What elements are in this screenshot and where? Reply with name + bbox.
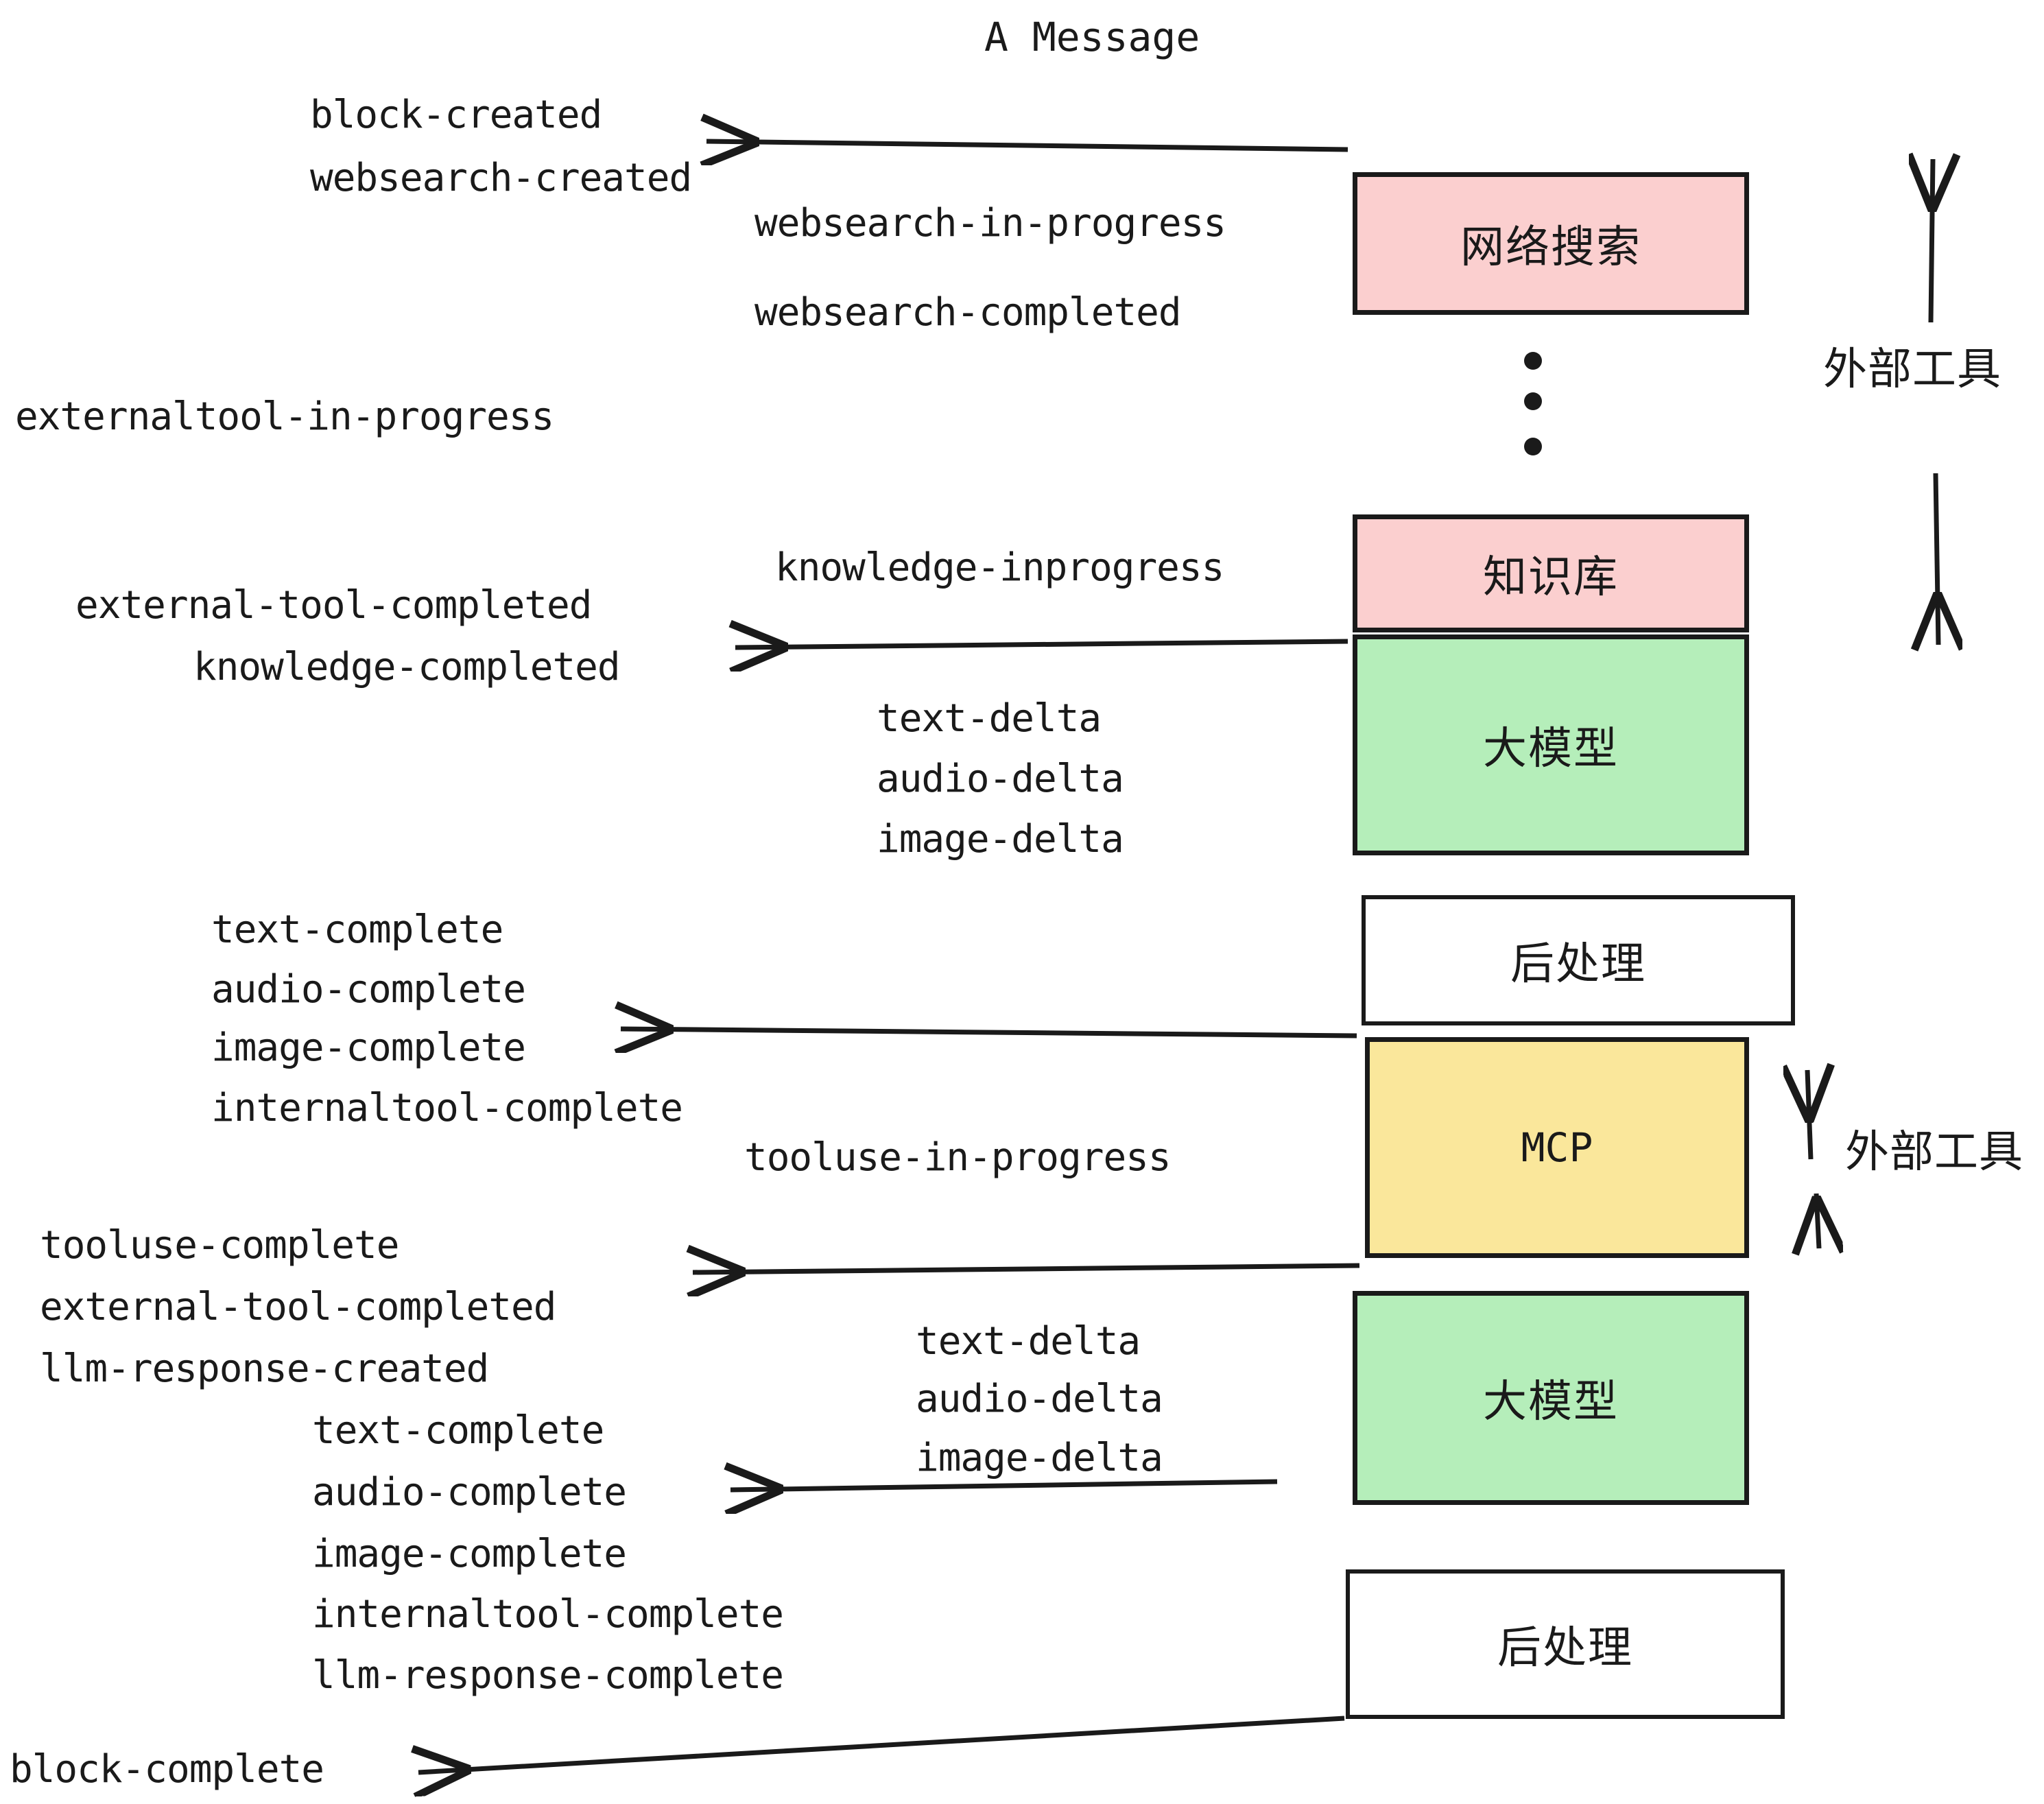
event-external-tool-completed-1: external-tool-completed: [75, 583, 592, 628]
box-postprocess-lower-label: 后处理: [1497, 1623, 1633, 1674]
event-audio-complete-2: audio-complete: [312, 1470, 627, 1515]
event-internaltool-complete-2: internaltool-complete: [312, 1592, 784, 1637]
event-externaltool-in-progress: externaltool-in-progress: [15, 394, 554, 439]
event-websearch-created: websearch-created: [310, 156, 692, 200]
event-websearch-in-progress: websearch-in-progress: [754, 201, 1226, 246]
arrow-websearch-to-blockcreated: [706, 141, 1348, 150]
box-websearch-label: 网络搜索: [1460, 222, 1641, 273]
event-tooluse-in-progress: tooluse-in-progress: [744, 1135, 1172, 1180]
event-block-complete: block-complete: [10, 1747, 324, 1792]
box-mcp[interactable]: MCP: [1365, 1037, 1749, 1258]
event-text-complete-1: text-complete: [211, 907, 503, 952]
event-internaltool-complete-1: internaltool-complete: [211, 1086, 683, 1130]
box-llm-lower-label: 大模型: [1483, 1377, 1619, 1427]
event-websearch-completed: websearch-completed: [754, 290, 1182, 335]
event-llm-response-created: llm-response-created: [40, 1346, 489, 1391]
external-tools-upper-arrow-up: [1931, 159, 1933, 323]
vertical-ellipsis-dot-2: [1524, 392, 1542, 410]
event-tooluse-complete: tooluse-complete: [40, 1223, 399, 1268]
event-text-delta-2: text-delta: [916, 1319, 1141, 1364]
box-knowledge[interactable]: 知识库: [1353, 514, 1749, 632]
box-llm-lower[interactable]: 大模型: [1353, 1291, 1749, 1505]
external-tools-upper-arrow-down: [1936, 473, 1938, 645]
arrow-mcp-to-tooluse-complete: [693, 1266, 1360, 1272]
event-llm-response-complete: llm-response-complete: [312, 1653, 784, 1698]
vertical-ellipsis-dot-1: [1524, 352, 1542, 370]
arrow-postprocess-to-imagecomplete: [621, 1029, 1357, 1036]
box-knowledge-label: 知识库: [1483, 552, 1619, 603]
event-image-complete-2: image-complete: [312, 1532, 627, 1576]
event-text-delta-1: text-delta: [877, 696, 1102, 741]
event-image-complete-1: image-complete: [211, 1025, 526, 1070]
external-tools-lower-label: 外部工具: [1845, 1127, 2023, 1178]
event-knowledge-completed: knowledge-completed: [193, 645, 621, 689]
vertical-ellipsis-dot-3: [1524, 438, 1542, 455]
box-llm-upper[interactable]: 大模型: [1353, 634, 1749, 855]
event-audio-complete-1: audio-complete: [211, 967, 526, 1012]
external-tools-lower-arrow-up: [1807, 1070, 1811, 1160]
diagram-title: A Message: [984, 14, 1200, 60]
box-postprocess-upper[interactable]: 后处理: [1362, 895, 1795, 1025]
box-postprocess-upper-label: 后处理: [1510, 939, 1646, 990]
arrow-llm-lower-to-audiocomplete: [730, 1482, 1278, 1490]
box-llm-upper-label: 大模型: [1483, 724, 1619, 774]
event-text-complete-2: text-complete: [312, 1408, 604, 1453]
box-mcp-label: MCP: [1521, 1124, 1593, 1171]
box-websearch[interactable]: 网络搜索: [1353, 172, 1749, 315]
event-audio-delta-2: audio-delta: [916, 1377, 1163, 1421]
event-external-tool-completed-2: external-tool-completed: [40, 1285, 556, 1329]
arrow-llm-to-knowledgecompleted: [735, 641, 1348, 648]
box-postprocess-lower[interactable]: 后处理: [1346, 1569, 1785, 1719]
arrow-postprocess-to-blockcomplete: [418, 1716, 1345, 1772]
event-image-delta-1: image-delta: [877, 817, 1124, 862]
event-audio-delta-1: audio-delta: [877, 757, 1124, 801]
event-image-delta-2: image-delta: [916, 1436, 1163, 1480]
event-block-created: block-created: [310, 93, 602, 137]
external-tools-upper-label: 外部工具: [1823, 344, 2001, 395]
event-knowledge-inprogress: knowledge-inprogress: [775, 545, 1224, 590]
external-tools-lower-arrow-down: [1816, 1193, 1819, 1248]
